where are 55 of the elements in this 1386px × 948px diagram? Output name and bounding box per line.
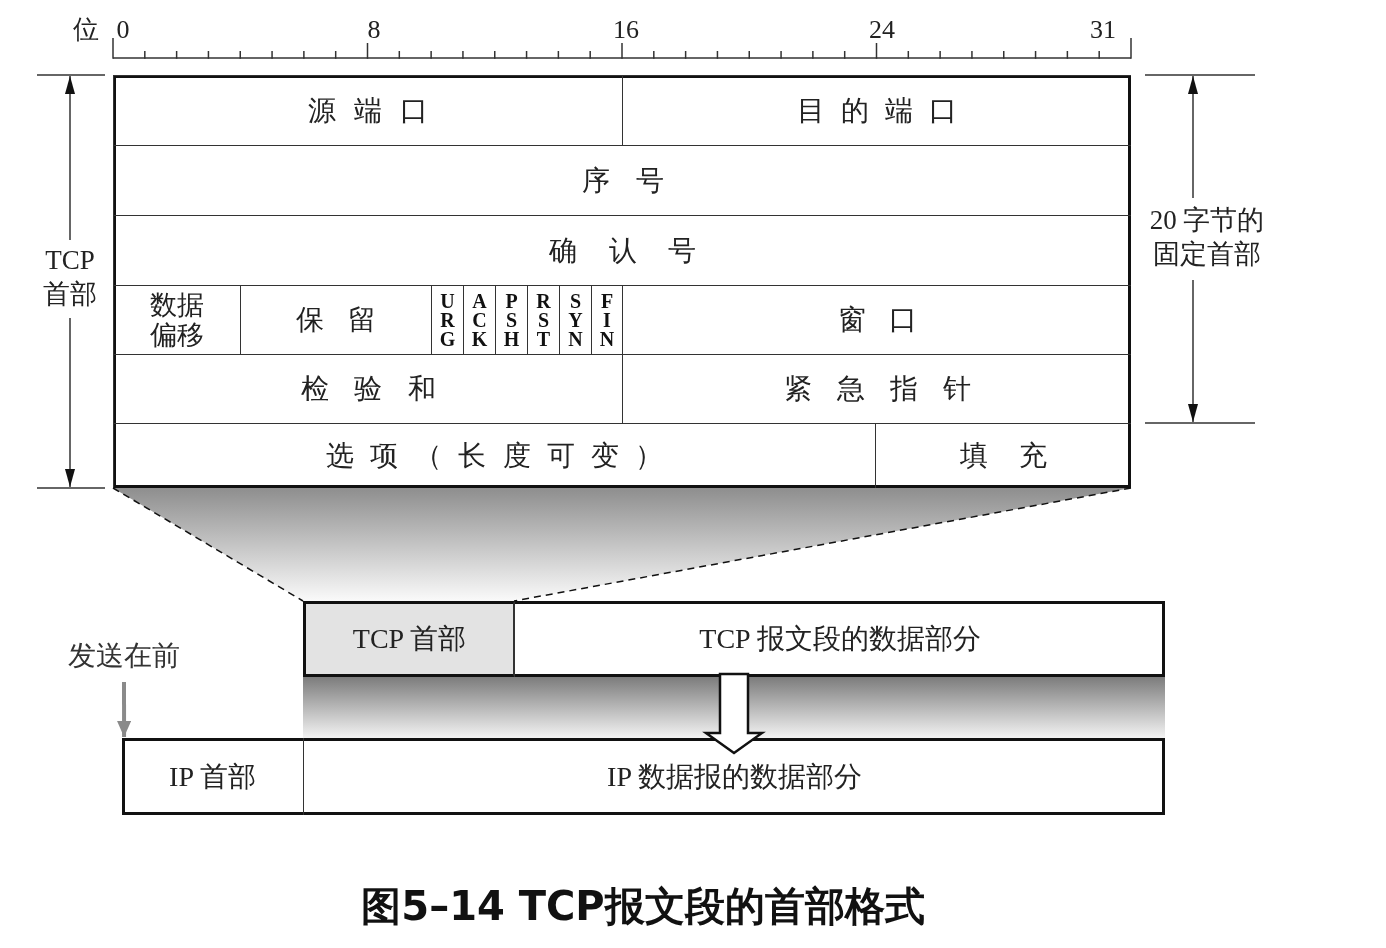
- flag-name: SYN: [567, 291, 584, 349]
- field-name: 检验和: [300, 372, 436, 406]
- flag-field: [463, 285, 495, 354]
- part-name: IP 首部: [169, 759, 256, 794]
- flag-field: [527, 285, 559, 354]
- field-name: 保留: [296, 303, 376, 337]
- header-field: [113, 285, 240, 354]
- flag-name: RST: [535, 291, 552, 349]
- dimension-label: 20 字节的固定首部: [1148, 204, 1266, 271]
- header-field: [622, 354, 1131, 423]
- flag-field: [559, 285, 591, 354]
- field-name: 填充: [960, 439, 1047, 473]
- field-name: 紧急指针: [783, 372, 971, 406]
- header-field: [113, 75, 622, 145]
- bit-number: 24: [869, 15, 895, 45]
- segment-bar: [303, 601, 1165, 677]
- field-name: 源端口: [308, 93, 428, 128]
- bit-number: 0: [116, 15, 130, 45]
- shaded-band: [303, 677, 1165, 738]
- header-field: [113, 215, 1131, 285]
- flag-name: FIN: [598, 291, 616, 349]
- flag-field: [431, 285, 463, 354]
- datagram-bar: [122, 738, 1165, 815]
- pointer-arrow: [117, 682, 132, 737]
- zoom-line: [112, 487, 304, 602]
- header-field: [240, 285, 431, 354]
- field-name: 目的端口: [797, 93, 957, 128]
- flag-name: PSH: [502, 291, 521, 349]
- zoom-line: [513, 487, 1132, 602]
- dimension-label: TCP 首部: [42, 244, 98, 311]
- header-table: [113, 75, 1131, 488]
- figure-caption: 图5–14 TCP报文段的首部格式: [361, 881, 925, 931]
- field-name: 选项（长度可变）: [326, 439, 663, 473]
- bit-number: 31: [1090, 15, 1116, 45]
- bit-number: 16: [613, 15, 639, 45]
- field-name: 确认号: [549, 233, 696, 268]
- flag-name: ACK: [470, 291, 489, 349]
- flag-field: [495, 285, 527, 354]
- note-label: 发送在前: [68, 639, 180, 673]
- part-name: TCP 报文段的数据部分: [699, 622, 981, 656]
- block-arrow: [702, 672, 766, 755]
- part-name: IP 数据报的数据部分: [607, 759, 862, 794]
- part-name: TCP 首部: [352, 622, 467, 656]
- field-name: 窗口: [837, 303, 917, 337]
- field-name: 序号: [581, 163, 664, 198]
- header-field: [622, 75, 1131, 145]
- axis-label: 位: [73, 13, 99, 46]
- flag-field: [591, 285, 622, 354]
- header-field: [622, 285, 1131, 354]
- flag-name: URG: [438, 291, 457, 349]
- segment-header: [303, 601, 514, 677]
- header-field: [113, 145, 1131, 215]
- field-name: 数据偏移: [149, 289, 205, 351]
- bit-number: 8: [367, 15, 381, 45]
- header-field: [113, 354, 622, 423]
